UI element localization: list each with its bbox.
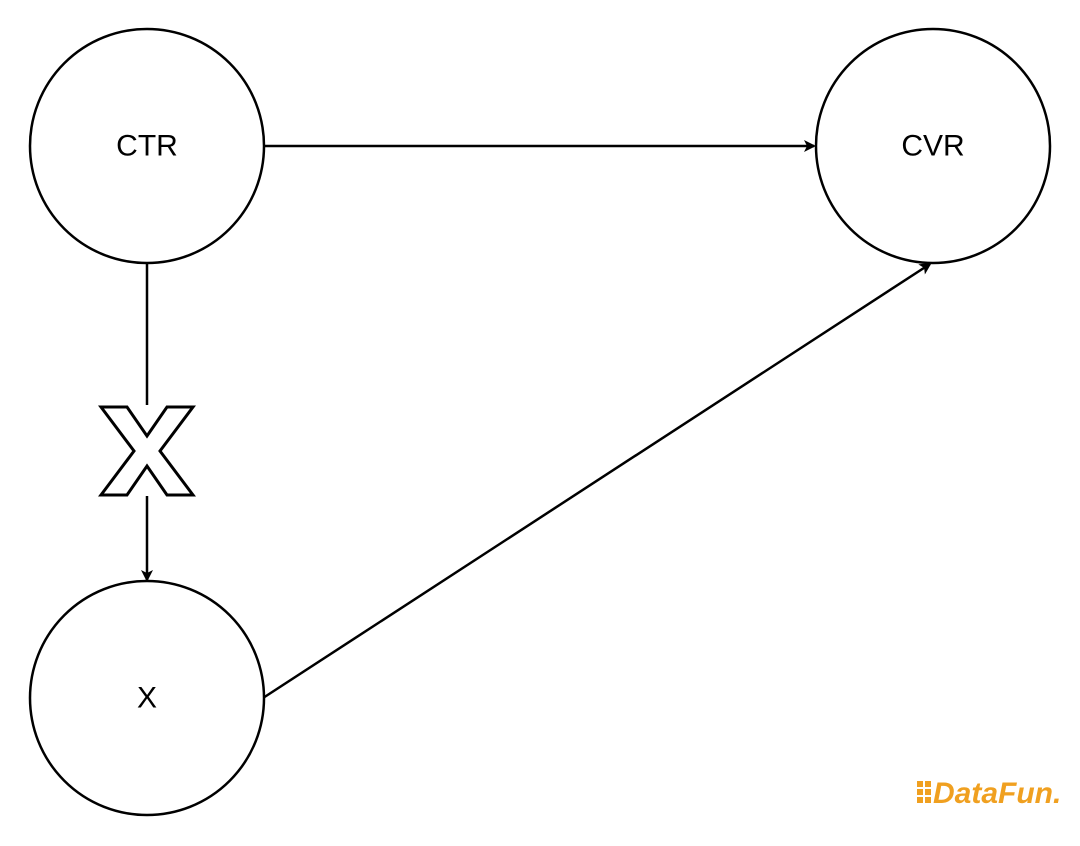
node-cvr-circle xyxy=(814,27,1052,265)
blocked-x-icon xyxy=(98,405,196,497)
node-ctr: CTR xyxy=(28,27,266,265)
node-ctr-circle xyxy=(28,27,266,265)
node-ctr-label: CTR xyxy=(116,130,178,163)
datafun-logo: DataFun. xyxy=(917,777,1061,810)
node-x: X xyxy=(28,579,266,817)
node-x-label: X xyxy=(137,682,157,715)
watermark-text: DataFun. xyxy=(933,777,1061,810)
node-x-circle xyxy=(28,579,266,817)
edge-x-to-cvr xyxy=(262,262,932,700)
logo-dots-icon xyxy=(917,781,931,803)
node-cvr-label: CVR xyxy=(901,130,964,163)
node-cvr: CVR xyxy=(814,27,1052,265)
